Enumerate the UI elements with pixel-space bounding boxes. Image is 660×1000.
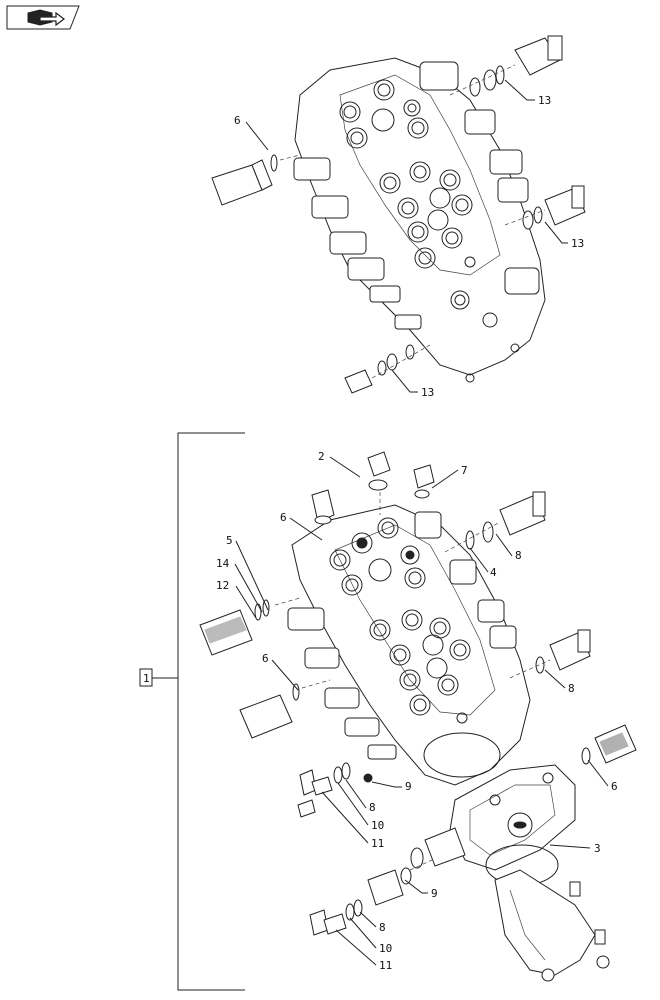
lower-callout-9-lower: 9: [404, 879, 438, 900]
assembly-item-label: 1: [143, 672, 150, 685]
lower-callout-8-b: 8: [544, 669, 575, 695]
callout-label: 13: [421, 386, 434, 399]
lower-callout-10-lower: 10: [349, 917, 392, 955]
lower-solenoid-right-6: [581, 724, 637, 765]
lower-cartridge-right-8b: [509, 629, 591, 679]
callout-label: 13: [571, 237, 584, 250]
svg-text:8: 8: [568, 682, 575, 695]
lower-callout-6-right: 6: [587, 759, 618, 793]
book-arrow-icon: [27, 9, 65, 27]
lower-end-cover: [410, 764, 610, 982]
lower-callout-3: 3: [549, 842, 601, 855]
lower-callout-8-lower: 8: [359, 911, 386, 934]
assembly-bracket: 1: [139, 432, 245, 991]
upper-fitting-bottom: [344, 344, 431, 394]
lower-callout-6-top: 6: [280, 511, 323, 541]
lower-fitting-6-top: [311, 489, 335, 525]
lower-callout-8-upper: 8: [345, 779, 376, 814]
lower-callout-14: 14: [216, 557, 263, 613]
svg-text:5: 5: [226, 534, 233, 547]
svg-text:4: 4: [490, 566, 497, 579]
upper-callout-6: 6: [234, 114, 269, 151]
callout-label: 13: [538, 94, 551, 107]
upper-cartridge-top-right: [449, 35, 563, 97]
lower-cartridge-right-8a: [444, 491, 546, 553]
svg-text:6: 6: [262, 652, 269, 665]
lower-callout-8-a: 8: [495, 533, 522, 562]
svg-text:6: 6: [611, 780, 618, 793]
upper-valve-block: [293, 57, 546, 383]
lower-callout-9-upper: 9: [371, 780, 412, 793]
svg-text:7: 7: [461, 464, 468, 477]
lower-callout-5: 5: [226, 534, 269, 611]
lower-callout-7: 7: [431, 464, 468, 489]
callout-label: 6: [234, 114, 241, 127]
svg-text:2: 2: [318, 450, 325, 463]
lower-callout-6-left: 6: [262, 652, 299, 691]
lower-hardware-stack-lower: [309, 859, 433, 936]
svg-text:8: 8: [369, 801, 376, 814]
lower-fitting-7: [413, 464, 435, 499]
upper-callout-13-c: 13: [391, 369, 434, 399]
lower-callout-2: 2: [318, 450, 361, 478]
svg-text:9: 9: [405, 780, 412, 793]
svg-text:8: 8: [515, 549, 522, 562]
svg-text:11: 11: [371, 837, 384, 850]
lower-callout-11-lower: 11: [335, 929, 392, 972]
lower-cartridge-left-6: [239, 679, 331, 739]
lower-solenoid-left: [199, 597, 301, 656]
svg-text:8: 8: [379, 921, 386, 934]
svg-text:3: 3: [594, 842, 601, 855]
lower-cap-2: [367, 451, 391, 515]
lower-callout-4: 4: [469, 547, 497, 579]
upper-cartridge-left: [211, 154, 301, 206]
lower-callout-11-upper: 11: [321, 791, 384, 850]
svg-text:12: 12: [216, 579, 229, 592]
lower-valve-block: [287, 504, 531, 786]
svg-text:14: 14: [216, 557, 230, 570]
svg-text:10: 10: [371, 819, 384, 832]
lower-callout-10-upper: 10: [337, 782, 384, 832]
svg-text:10: 10: [379, 942, 392, 955]
nav-back-button[interactable]: [6, 5, 80, 30]
upper-cartridge-mid-right: [504, 185, 586, 230]
upper-callout-13-a: 13: [504, 79, 551, 107]
svg-text:9: 9: [431, 887, 438, 900]
lower-hardware-stack-upper: [297, 762, 373, 818]
upper-callout-13-b: 13: [544, 221, 584, 250]
lower-callout-12: 12: [216, 579, 257, 619]
svg-text:11: 11: [379, 959, 392, 972]
svg-text:6: 6: [280, 511, 287, 524]
